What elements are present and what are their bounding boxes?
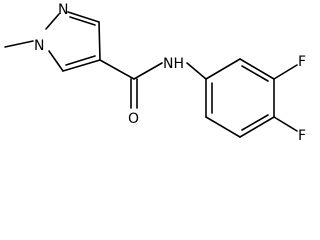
bond-ph-c1-c2 <box>205 58 241 80</box>
atom-fluorine-3-label: F <box>298 54 306 70</box>
atom-fluorine-4-label: F <box>298 128 306 144</box>
atom-oxygen-label: O <box>128 111 139 127</box>
bond-c5-n1 <box>48 50 64 72</box>
bond-c4-c5-inner <box>65 55 96 66</box>
bond-ph-c5-c6 <box>205 116 241 138</box>
bond-n2-c3 <box>67 11 100 23</box>
atom-n1-label: N <box>34 38 44 54</box>
bond-n1-n2 <box>45 13 60 30</box>
bond-c4-fluorine <box>273 116 298 132</box>
atom-n2-label: N <box>58 2 68 18</box>
bond-c4-c5 <box>62 59 101 72</box>
bond-ph-c2-c3 <box>239 58 275 80</box>
bond-ph-c4-c5 <box>239 116 275 138</box>
atom-nh-label: NH <box>163 56 184 72</box>
bond-c3-fluorine <box>273 64 298 80</box>
bond-methyl-n1 <box>4 40 34 48</box>
bond-c4-carbonyl <box>99 59 135 80</box>
bond-ph-c4-c5-inner <box>241 114 269 131</box>
bond-ph-c2-c3-inner <box>241 65 269 82</box>
molecule-diagram: N N NH O F F <box>4 2 306 144</box>
bond-nh-phenyl <box>186 62 207 80</box>
bond-c3-c4 <box>98 21 101 61</box>
bond-n2-c3-inner <box>69 16 96 26</box>
bond-carbonyl-nh <box>133 62 163 80</box>
